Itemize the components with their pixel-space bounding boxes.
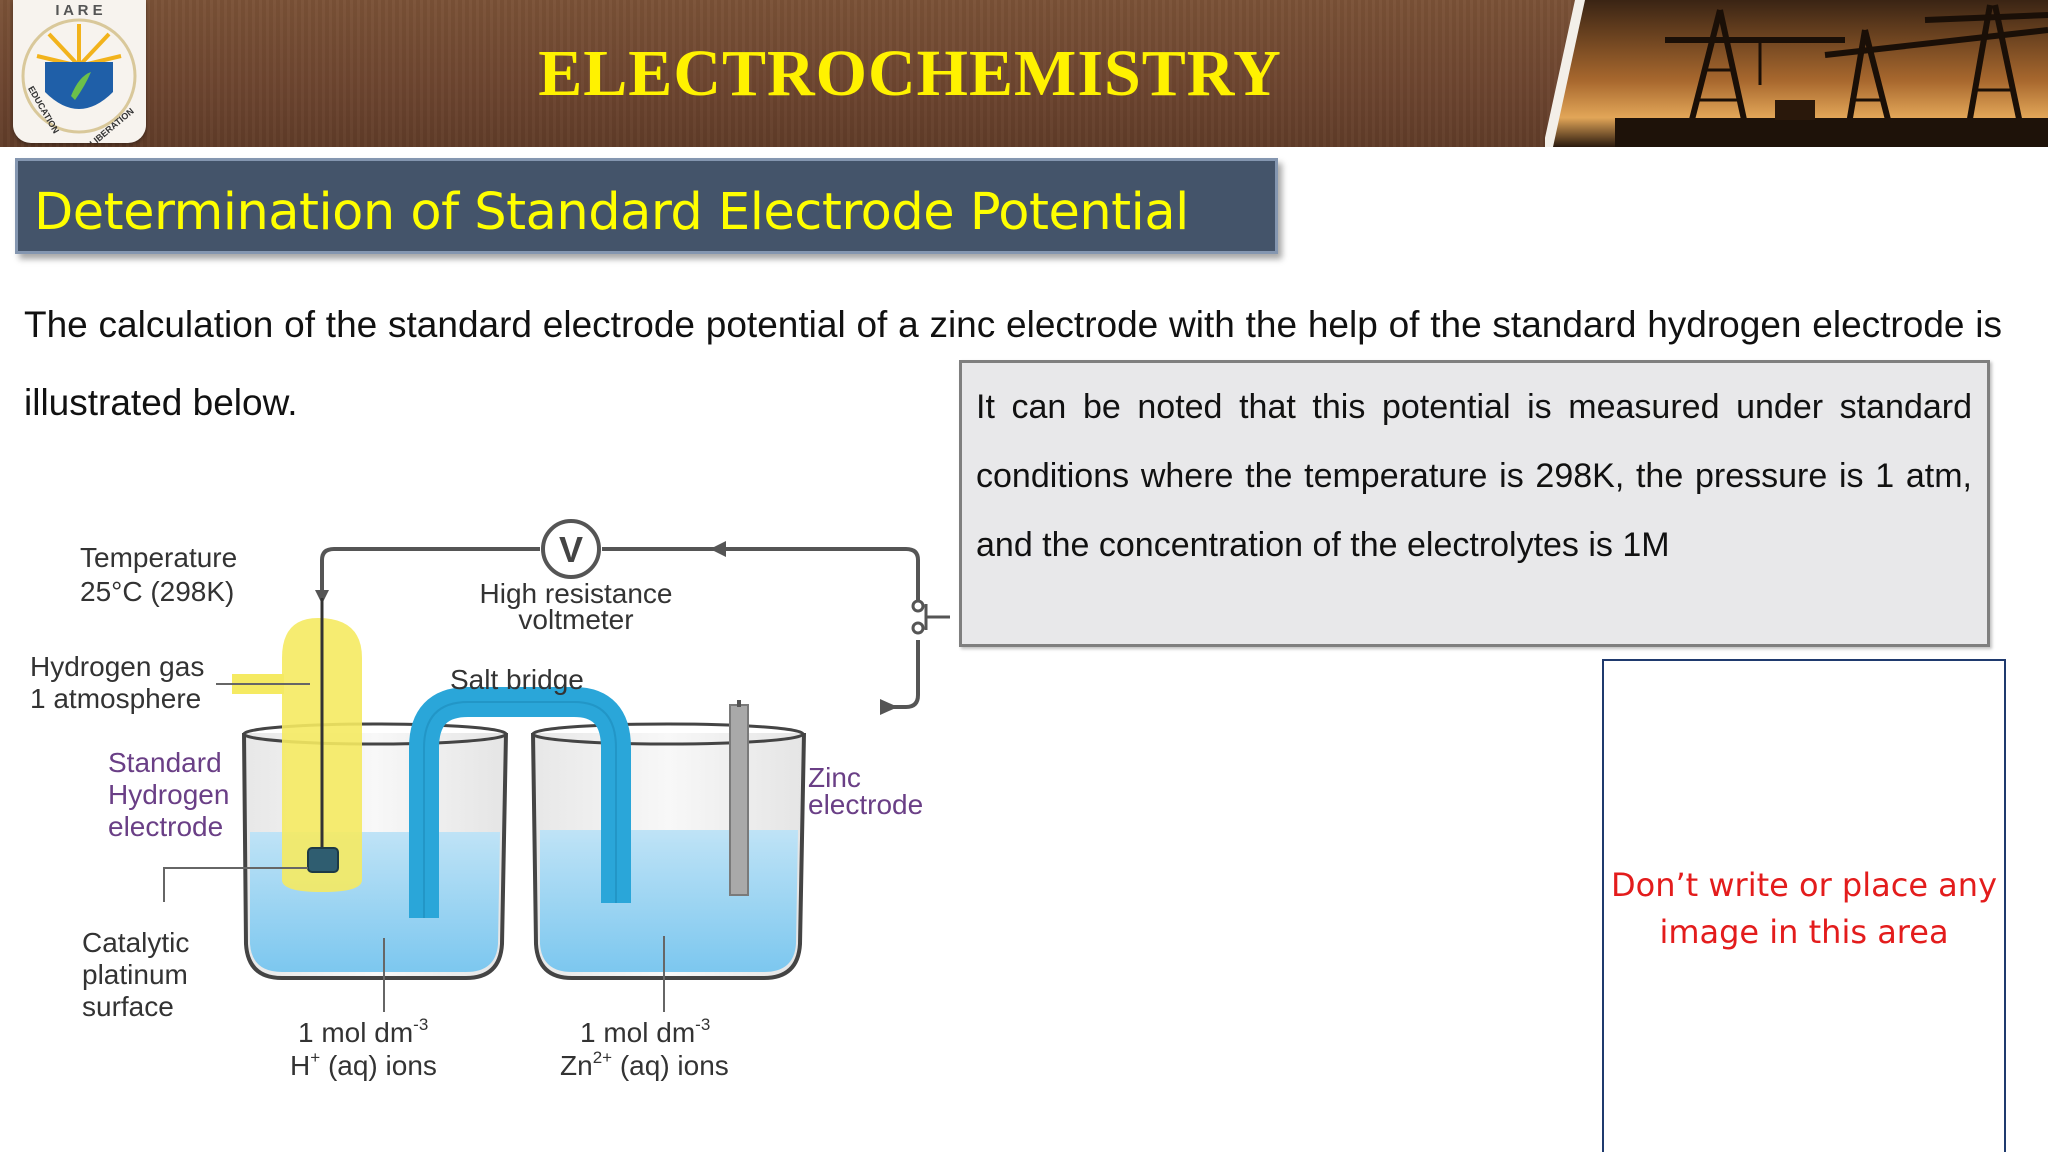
header-industrial-photo	[1545, 0, 2048, 147]
reserved-area: Don’t write or place any image in this a…	[1602, 659, 2006, 1152]
salt-bridge-label: Salt bridge	[450, 664, 584, 695]
h-ion-label: H+ (aq) ions	[290, 1048, 437, 1081]
section-heading: Determination of Standard Electrode Pote…	[34, 183, 1189, 242]
catalytic-label-line2: platinum	[82, 959, 188, 990]
switch-icon	[911, 599, 950, 635]
hydrogen-electrode	[232, 598, 362, 892]
voltmeter-label-line2: voltmeter	[518, 604, 633, 635]
note-text: It can be noted that this potential is m…	[976, 388, 1972, 564]
zn-concentration-label: 1 mol dm-3	[580, 1015, 710, 1048]
h-concentration-label: 1 mol dm-3	[298, 1015, 428, 1048]
external-circuit-wire	[320, 547, 920, 709]
catalytic-label-line1: Catalytic	[82, 927, 189, 958]
zn-ion-solution	[540, 830, 798, 972]
section-heading-bar: Determination of Standard Electrode Pote…	[15, 158, 1278, 254]
platinum-plate-icon	[307, 847, 339, 873]
zinc-label-line1: Zinc	[808, 762, 861, 793]
current-arrow-icon	[710, 541, 726, 557]
voltmeter-label-line1: High resistance	[480, 578, 673, 609]
header-banner: ELECTROCHEMISTRY	[0, 0, 2048, 147]
svg-text:LIBERATION: LIBERATION	[88, 106, 136, 143]
catalytic-label-line3: surface	[82, 991, 174, 1022]
electrochemical-cell-diagram: V Temperature 25°C (298K) Hydrogen gas 1…	[30, 519, 950, 1081]
svg-text:I A R E: I A R E	[55, 2, 102, 19]
temperature-label: Temperature	[80, 542, 237, 573]
institute-logo: I A R E EDUCATION LIBERATION	[13, 0, 146, 147]
hydrogen-gas-label: Hydrogen gas	[30, 651, 204, 682]
current-arrow-icon	[880, 699, 898, 715]
right-beaker	[531, 722, 806, 980]
reserved-area-warning: Don’t write or place any image in this a…	[1610, 866, 1997, 951]
zn-ion-label: Zn2+ (aq) ions	[560, 1048, 729, 1081]
logo-emblem-icon: I A R E EDUCATION LIBERATION	[21, 2, 137, 147]
note-callout-box: It can be noted that this potential is m…	[959, 360, 1990, 647]
she-label-line2: Hydrogen	[108, 779, 229, 810]
intro-paragraph: The calculation of the standard electrod…	[24, 304, 2002, 423]
wire-arrow-icon	[315, 590, 329, 604]
svg-text:V: V	[559, 529, 583, 570]
zinc-electrode-rod	[729, 704, 749, 896]
she-label-line3: electrode	[108, 811, 223, 842]
hydrogen-pressure-label: 1 atmosphere	[30, 683, 201, 714]
zinc-label-line2: electrode	[808, 789, 923, 820]
temperature-value: 25°C (298K)	[80, 576, 234, 607]
slide-title: ELECTROCHEMISTRY	[538, 37, 1282, 110]
she-label-line1: Standard	[108, 747, 222, 778]
voltmeter-icon: V	[541, 519, 601, 579]
